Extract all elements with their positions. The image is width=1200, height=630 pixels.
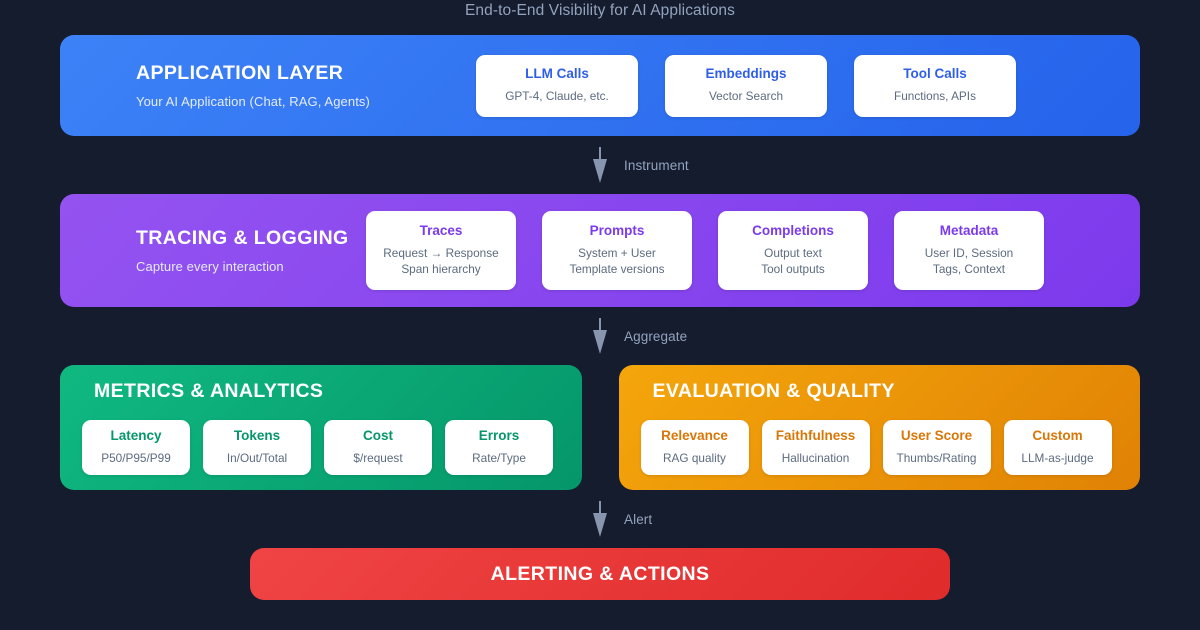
card-title: User Score <box>900 427 973 443</box>
card-title: Errors <box>478 427 520 443</box>
card-title: Faithfulness <box>775 427 856 443</box>
card-title: Completions <box>752 222 834 238</box>
card-title: LLM Calls <box>525 65 589 81</box>
card-tool-calls[interactable]: Tool Calls Functions, APIs <box>854 54 1016 117</box>
evaluation-layer-cards: Relevance RAG quality Faithfulness Hallu… <box>640 420 1112 475</box>
connector-label-instrument: Instrument <box>624 157 689 173</box>
card-llm-calls[interactable]: LLM Calls GPT-4, Claude, etc. <box>476 54 638 117</box>
card-latency[interactable]: Latency P50/P95/P99 <box>82 420 190 475</box>
card-subtitle: P50/P95/P99 <box>101 451 171 466</box>
card-title: Cost <box>363 427 393 443</box>
tracing-layer-panel[interactable]: TRACING & LOGGING Capture every interact… <box>60 194 1140 307</box>
metrics-layer-panel[interactable]: METRICS & ANALYTICS Latency P50/P95/P99 … <box>60 365 582 490</box>
card-tokens[interactable]: Tokens In/Out/Total <box>203 420 311 475</box>
card-embeddings[interactable]: Embeddings Vector Search <box>665 54 827 117</box>
alerting-layer-title: ALERTING & ACTIONS <box>490 562 710 585</box>
tracing-layer-label: TRACING & LOGGING Capture every interact… <box>136 227 366 274</box>
card-relevance[interactable]: Relevance RAG quality <box>640 420 749 475</box>
card-title: Tokens <box>233 427 281 443</box>
diagram-header: LLM Observability Stack End-to-End Visib… <box>60 0 1140 22</box>
card-custom[interactable]: Custom LLM-as-judge <box>1003 420 1112 475</box>
diagram-canvas: LLM Observability Stack End-to-End Visib… <box>60 0 1140 600</box>
card-title: Metadata <box>939 222 999 238</box>
application-layer-cards: LLM Calls GPT-4, Claude, etc. Embeddings… <box>476 54 1016 117</box>
connector-label-aggregate: Aggregate <box>624 328 688 344</box>
card-title: Latency <box>110 427 162 443</box>
connector-alert: Alert <box>60 490 1140 548</box>
card-title: Embeddings <box>705 65 787 81</box>
evaluation-layer-panel[interactable]: EVALUATION & QUALITY Relevance RAG quali… <box>618 365 1140 490</box>
metrics-layer-cards: Latency P50/P95/P99 Tokens In/Out/Total … <box>82 420 553 475</box>
card-title: Prompts <box>589 222 645 238</box>
card-subtitle: LLM-as-judge <box>1021 451 1094 466</box>
card-title: Relevance <box>661 427 728 443</box>
card-user-score[interactable]: User Score Thumbs/Rating <box>882 420 991 475</box>
page-subtitle: End-to-End Visibility for AI Application… <box>464 2 736 19</box>
arrow-down-icon <box>593 318 607 354</box>
card-errors[interactable]: Errors Rate/Type <box>445 420 553 475</box>
card-subtitle: In/Out/Total <box>226 451 288 466</box>
card-cost[interactable]: Cost $/request <box>324 420 432 475</box>
card-subtitle: GPT-4, Claude, etc. <box>505 89 609 104</box>
arrow-down-icon <box>593 147 607 183</box>
application-layer-label: APPLICATION LAYER Your AI Application (C… <box>136 62 476 109</box>
card-subtitle: Functions, APIs <box>894 89 976 104</box>
card-title: Tool Calls <box>903 65 967 81</box>
card-subtitle: $/request <box>353 451 403 466</box>
tracing-layer-title: TRACING & LOGGING <box>136 227 349 249</box>
card-subtitle: Rate/Type <box>472 451 526 466</box>
alerting-layer-panel[interactable]: ALERTING & ACTIONS <box>250 548 950 600</box>
card-subtitle: Vector Search <box>708 89 784 104</box>
card-subtitle: RAG quality <box>663 451 726 466</box>
evaluation-layer-title: EVALUATION & QUALITY <box>652 380 895 402</box>
application-layer-title: APPLICATION LAYER <box>136 62 344 84</box>
card-subtitle: Thumbs/Rating <box>896 451 977 466</box>
card-title: Custom <box>1032 427 1083 443</box>
application-layer-subtitle: Your AI Application (Chat, RAG, Agents) <box>136 94 370 109</box>
tracing-layer-subtitle: Capture every interaction <box>136 259 284 274</box>
application-layer-panel[interactable]: APPLICATION LAYER Your AI Application (C… <box>60 35 1140 136</box>
card-subtitle: Hallucination <box>781 451 850 466</box>
card-title: Traces <box>419 222 463 238</box>
connector-label-alert: Alert <box>624 511 653 527</box>
metrics-layer-title: METRICS & ANALYTICS <box>94 380 324 402</box>
arrow-down-icon <box>593 501 607 537</box>
connector-instrument: Instrument <box>60 136 1140 194</box>
card-faithfulness[interactable]: Faithfulness Hallucination <box>761 420 870 475</box>
split-row: METRICS & ANALYTICS Latency P50/P95/P99 … <box>60 365 1140 490</box>
connector-aggregate: Aggregate <box>60 307 1140 365</box>
